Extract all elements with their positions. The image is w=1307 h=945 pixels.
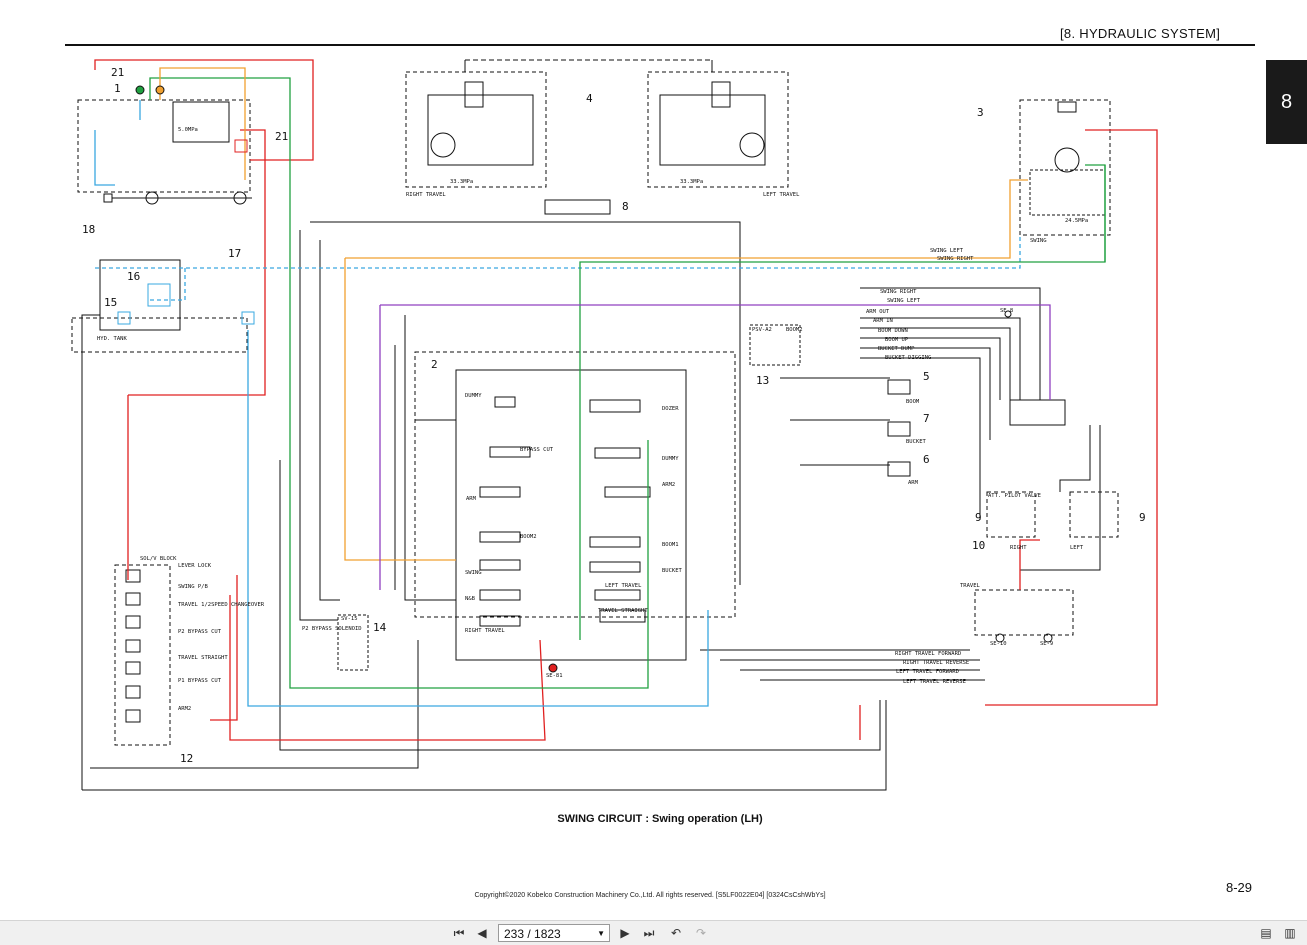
callout-12: 12 xyxy=(180,752,193,765)
swing-left-line-label: SWING LEFT xyxy=(930,248,964,254)
dummy-right-label: DUMMY xyxy=(662,456,679,462)
pdf-page: [8. HYDRAULIC SYSTEM] 8 xyxy=(65,26,1307,899)
right-travel-pressure: 33.3MPa xyxy=(450,179,473,185)
travel-straight-sol-label: TRAVEL STRAIGHT xyxy=(178,655,228,661)
callout-13: 13 xyxy=(756,374,769,387)
boom-up-label: BOOM UP xyxy=(885,337,909,343)
hyd-tank-label: HYD. TANK xyxy=(97,336,127,342)
dummy-label: DUMMY xyxy=(465,393,482,399)
bypass-cut-label: BYPASS CUT xyxy=(520,447,554,453)
swing-spool-label: SWING xyxy=(465,570,482,576)
arm-cyl-label: ARM xyxy=(908,480,919,486)
swing-motor-label: SWING xyxy=(1030,238,1047,244)
single-page-view-icon[interactable]: ▤ xyxy=(1260,926,1272,940)
swing-right-pilot: SWING RIGHT xyxy=(880,289,917,295)
pilot-pressure-label: 5.0MPa xyxy=(178,127,198,133)
next-page-icon[interactable]: ▶ xyxy=(620,926,630,940)
callout-8: 8 xyxy=(622,200,629,213)
dozer-label: DOZER xyxy=(662,406,679,412)
nb-spool-label: N&B xyxy=(465,596,476,602)
pdf-toolbar: ⏮ ◀ 233 / 1823 ▼ ▶ ⏭ ↶ ↷ ▤ ▥ xyxy=(0,920,1307,945)
section-tab: 8 xyxy=(1266,60,1307,144)
hydraulic-schematic: 21 1 21 4 8 3 18 17 16 15 2 5 7 6 13 9 9… xyxy=(71,59,1158,791)
last-page-icon[interactable]: ⏭ xyxy=(643,925,655,940)
sv15-label: SV-15 xyxy=(341,616,358,622)
boom1-spool-label: BOOM1 xyxy=(662,542,679,548)
bucket-spool-label: BUCKET xyxy=(662,568,683,574)
callout-15: 15 xyxy=(104,296,117,309)
att-pilot-valve-label: ATT. PILOT VALVE xyxy=(988,493,1041,499)
right-travel-spool-label: RIGHT TRAVEL xyxy=(465,628,505,634)
arm2-sol-label: ARM2 xyxy=(178,706,191,712)
continuous-view-icon[interactable]: ▥ xyxy=(1284,926,1296,940)
arm-spool-label: ARM xyxy=(466,496,477,502)
swing-pressure-label: 24.5MPa xyxy=(1065,218,1088,224)
callout-14: 14 xyxy=(373,621,387,634)
boom-down-label: BOOM DOWN xyxy=(878,328,908,334)
callout-16: 16 xyxy=(127,270,140,283)
bucket-digging-label: BUCKET DIGGING xyxy=(885,355,931,361)
page-number: 8-29 xyxy=(1226,880,1253,895)
figure-caption: SWING CIRCUIT : Swing operation (LH) xyxy=(557,813,763,825)
page-field-text: 233 / 1823 xyxy=(504,927,561,941)
callout-11: 21 xyxy=(111,66,124,79)
arm-out-label: ARM OUT xyxy=(866,309,890,315)
left-travel-pressure: 33.3MPa xyxy=(680,179,703,185)
swing-pb-label: SWING P/B xyxy=(178,584,208,590)
psv-a2-label: PSV-A2 xyxy=(752,327,772,333)
se10-label: SE-10 xyxy=(990,641,1007,647)
section-header: [8. HYDRAULIC SYSTEM] xyxy=(1060,26,1221,41)
swing-right-line-label: SWING RIGHT xyxy=(937,256,974,262)
right-travel-forward-label: RIGHT TRAVEL FORWARD xyxy=(895,651,961,657)
travel-speed-label: TRAVEL 1/2SPEED CHANGEOVER xyxy=(178,602,265,608)
left-travel-label: LEFT TRAVEL xyxy=(763,192,800,198)
travel-straight-spool-label: TRAVEL STRAIGHT xyxy=(598,608,648,614)
callout-17: 17 xyxy=(228,247,241,260)
copyright-notice: Copyright©2020 Kobelco Construction Mach… xyxy=(474,892,826,899)
callout-3: 3 xyxy=(977,106,984,119)
left-travel-forward-label: LEFT TRAVEL FORWARD xyxy=(896,669,959,675)
bucket-cyl-label: BUCKET xyxy=(906,439,927,445)
prev-page-icon[interactable]: ◀ xyxy=(477,926,487,940)
right-pilot-label: RIGHT xyxy=(1010,545,1027,551)
callout-9-right: 9 xyxy=(1139,511,1146,524)
chevron-down-icon[interactable]: ▼ xyxy=(597,929,605,938)
boom2-spool-label: BOOM2 xyxy=(520,534,537,540)
lever-lock-label: LEVER LOCK xyxy=(178,563,212,569)
se8-label: SE-8 xyxy=(1000,308,1013,314)
callout-4: 4 xyxy=(586,92,593,105)
go-forward-icon[interactable]: ↷ xyxy=(695,926,707,940)
bucket-dump-label: BUCKET DUMP xyxy=(878,346,915,352)
header-rule xyxy=(65,44,1255,46)
first-page-icon[interactable]: ⏮ xyxy=(453,925,465,940)
left-travel-reverse-label: LEFT TRAVEL REVERSE xyxy=(903,679,966,685)
callout-5: 5 xyxy=(923,370,930,383)
p2-bypass-cut-label: P2 BYPASS CUT xyxy=(178,629,222,635)
callout-7: 7 xyxy=(923,412,930,425)
callout-9-left: 9 xyxy=(975,511,982,524)
left-travel-spool-label: LEFT TRAVEL xyxy=(605,583,642,589)
swing-left-pilot: SWING LEFT xyxy=(887,298,921,304)
callout-21: 21 xyxy=(275,130,288,143)
page-number-field[interactable]: 233 / 1823 ▼ xyxy=(498,924,610,942)
boom2-label: BOOM2 xyxy=(786,327,803,333)
boom-cyl-label: BOOM xyxy=(906,399,920,405)
callout-1: 1 xyxy=(114,82,121,95)
p2-bypass-solenoid-label: P2 BYPASS SOLENOID xyxy=(302,626,362,632)
right-travel-reverse-label: RIGHT TRAVEL REVERSE xyxy=(903,660,969,666)
callout-10: 10 xyxy=(972,539,985,552)
callout-18: 18 xyxy=(82,223,95,236)
right-travel-label: RIGHT TRAVEL xyxy=(406,192,446,198)
se81-label: SE-81 xyxy=(546,673,563,679)
callout-2: 2 xyxy=(431,358,438,371)
go-back-icon[interactable]: ↶ xyxy=(670,926,682,940)
callout-6: 6 xyxy=(923,453,930,466)
arm-in-label: ARM IN xyxy=(873,318,893,324)
se9-label: SE-9 xyxy=(1040,641,1053,647)
sol-block-label: SOL/V BLOCK xyxy=(140,556,177,562)
arm2-spool-label: ARM2 xyxy=(662,482,675,488)
travel-valve-label: TRAVEL xyxy=(960,583,981,589)
left-pilot-label: LEFT xyxy=(1070,545,1084,551)
p1-bypass-cut-label: P1 BYPASS CUT xyxy=(178,678,222,684)
